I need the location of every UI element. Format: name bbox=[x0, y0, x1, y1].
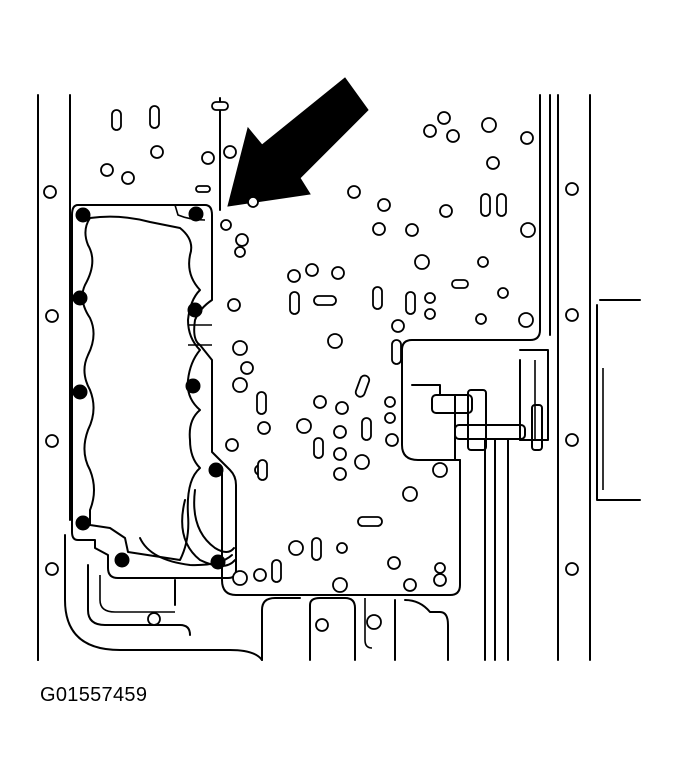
valve-body-plate bbox=[174, 94, 541, 661]
figure-id-label: G01557459 bbox=[40, 684, 148, 706]
solenoid-connector bbox=[411, 349, 549, 661]
valve-body-passages bbox=[100, 101, 536, 632]
transmission-case bbox=[37, 94, 641, 661]
filter-gasket bbox=[71, 204, 237, 579]
case-bolt-holes bbox=[43, 182, 579, 626]
pointer-arrow-icon bbox=[227, 77, 369, 207]
